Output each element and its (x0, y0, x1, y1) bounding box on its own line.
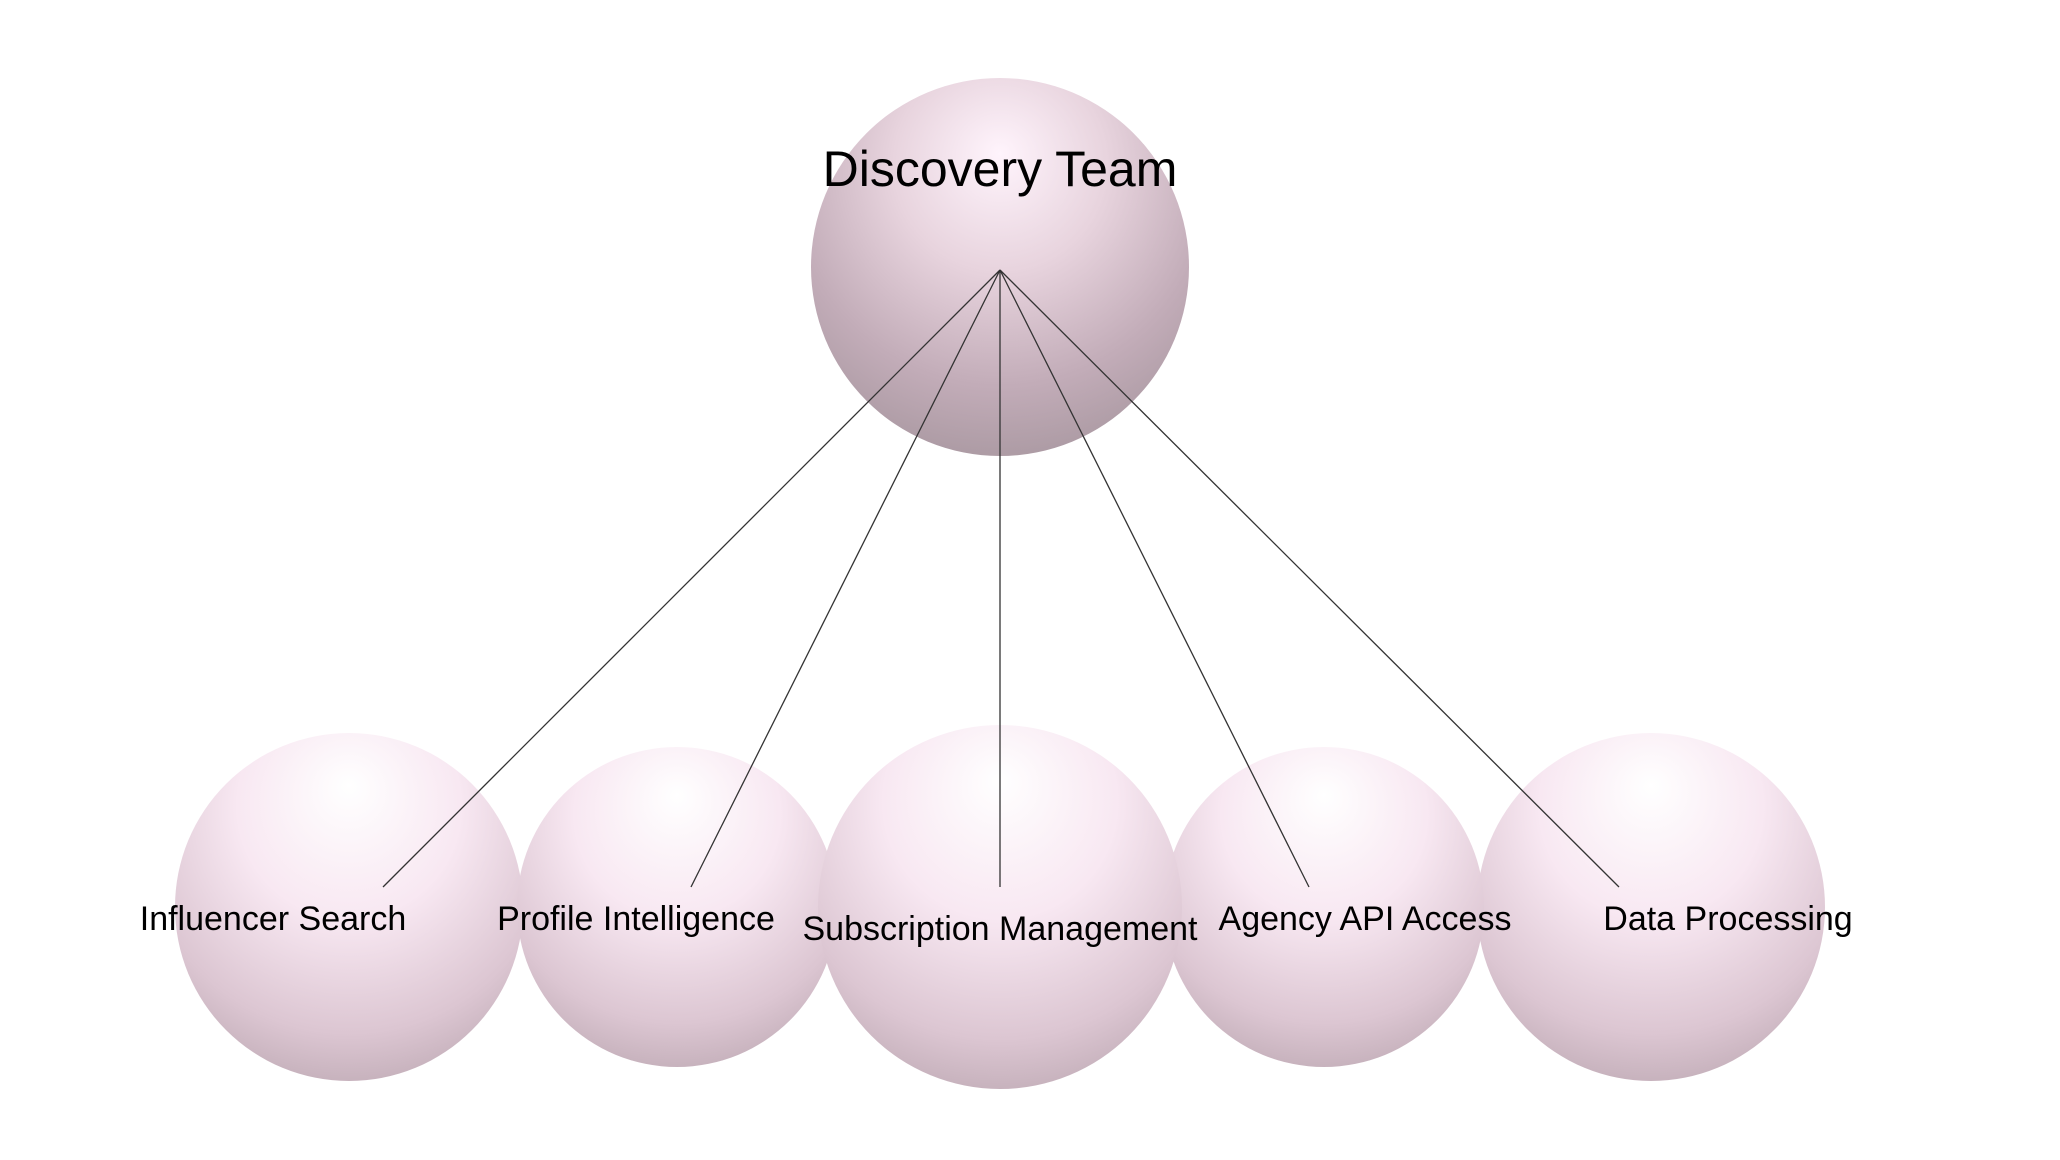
edge-line (690, 269, 1001, 888)
child-node-sphere[interactable] (818, 725, 1182, 1089)
root-node-label: Discovery Team (823, 141, 1178, 197)
child-node-label: Influencer Search (140, 900, 407, 938)
child-node-sphere[interactable] (1477, 733, 1825, 1081)
child-node-sphere[interactable] (175, 733, 523, 1081)
edge-line (999, 269, 1620, 888)
child-node-sphere[interactable] (517, 747, 837, 1067)
child-node-sphere[interactable] (1164, 747, 1484, 1067)
child-node-label: Subscription Management (802, 910, 1198, 948)
child-node-label: Data Processing (1603, 900, 1852, 938)
child-node-label: Profile Intelligence (497, 900, 775, 938)
edge-line (999, 269, 1310, 888)
root-node-sphere[interactable] (811, 78, 1189, 456)
edge-line (382, 269, 1001, 888)
child-node-label: Agency API Access (1219, 900, 1512, 938)
